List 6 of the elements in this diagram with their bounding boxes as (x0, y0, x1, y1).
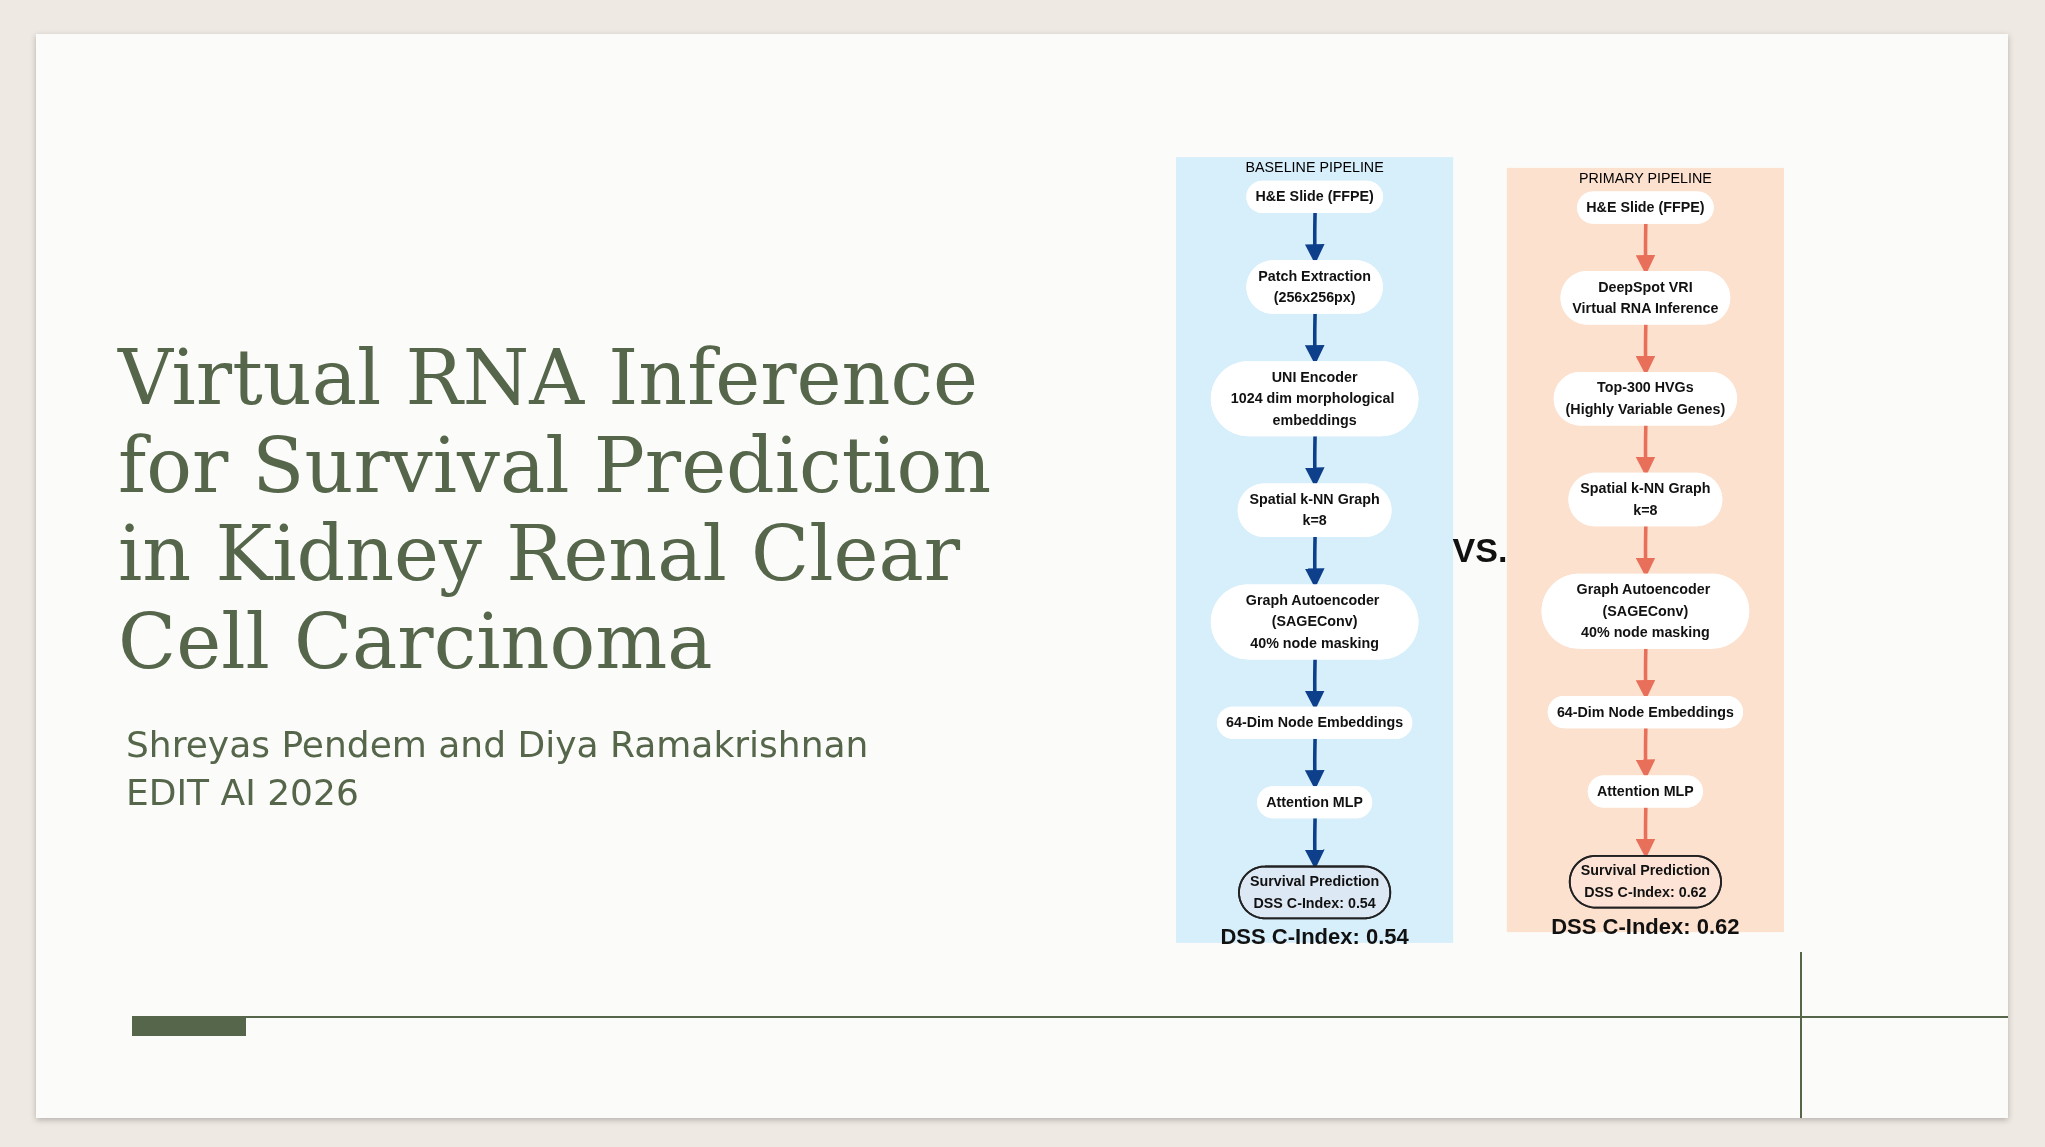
versus-label: VS. (1452, 530, 1508, 570)
score-text: DSS C-Index: 0.62 (1551, 913, 1740, 940)
score-text: DSS C-Index: 0.54 (1220, 924, 1409, 951)
slide-title: Virtual RNA Inference for Survival Prediction in Kidney Renal Clear Cell Carcinoma (118, 334, 993, 686)
event-name: EDIT AI 2026 (126, 772, 359, 813)
author-names: Shreyas Pendem and Diya Ramakrishnan (126, 724, 869, 765)
